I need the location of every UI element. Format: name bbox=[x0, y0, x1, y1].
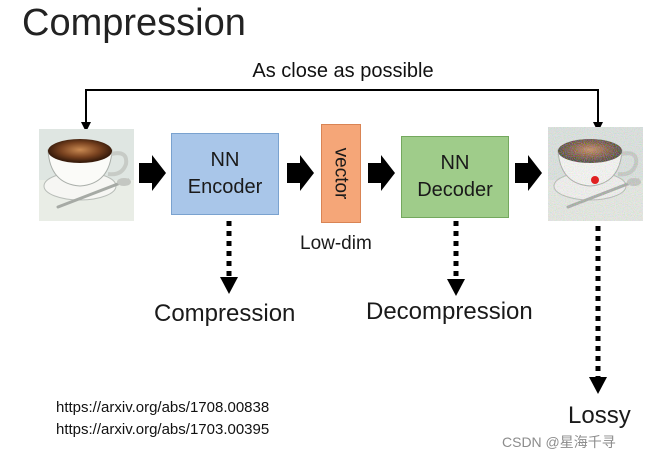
encoder-label-line1: NN bbox=[210, 149, 240, 171]
reference-link: https://arxiv.org/abs/1708.00838 bbox=[56, 399, 270, 416]
nn-decoder-block: NN Decoder bbox=[401, 136, 509, 218]
reference-link: https://arxiv.org/abs/1703.00395 bbox=[56, 421, 270, 438]
feedback-arrow-left-head bbox=[81, 122, 91, 132]
dotted-arrow-lossy-head bbox=[589, 377, 607, 394]
vector-label: vector bbox=[330, 147, 352, 200]
dotted-arrow-decompression-head bbox=[447, 279, 465, 296]
arrow-vector-to-decoder bbox=[368, 155, 395, 191]
vector-caption: Low-dim bbox=[300, 233, 372, 254]
feedback-loop-line bbox=[85, 89, 599, 124]
error-marker-dot bbox=[591, 176, 599, 184]
dotted-arrow-compression-head bbox=[220, 277, 238, 294]
output-image bbox=[548, 127, 643, 221]
decoder-label-line2: Decoder bbox=[417, 179, 493, 201]
arrow-input-to-encoder bbox=[139, 155, 166, 191]
compression-label: Compression bbox=[154, 300, 296, 327]
decompression-label: Decompression bbox=[366, 298, 533, 325]
decoder-label-line1: NN bbox=[440, 152, 470, 174]
watermark: CSDN @星海千寻 bbox=[502, 434, 616, 450]
encoder-label-line2: Encoder bbox=[187, 176, 263, 198]
arrow-encoder-to-vector bbox=[287, 155, 314, 191]
feedback-loop-label: As close as possible bbox=[252, 60, 434, 82]
latent-vector-block: vector bbox=[321, 124, 361, 223]
arrow-decoder-to-output bbox=[515, 155, 542, 191]
lossy-label: Lossy bbox=[568, 402, 631, 429]
reference-list: https://arxiv.org/abs/1708.00838 https:/… bbox=[56, 397, 269, 441]
input-image bbox=[39, 129, 134, 221]
page-title: Compression bbox=[22, 2, 246, 44]
nn-encoder-block: NN Encoder bbox=[171, 133, 279, 215]
